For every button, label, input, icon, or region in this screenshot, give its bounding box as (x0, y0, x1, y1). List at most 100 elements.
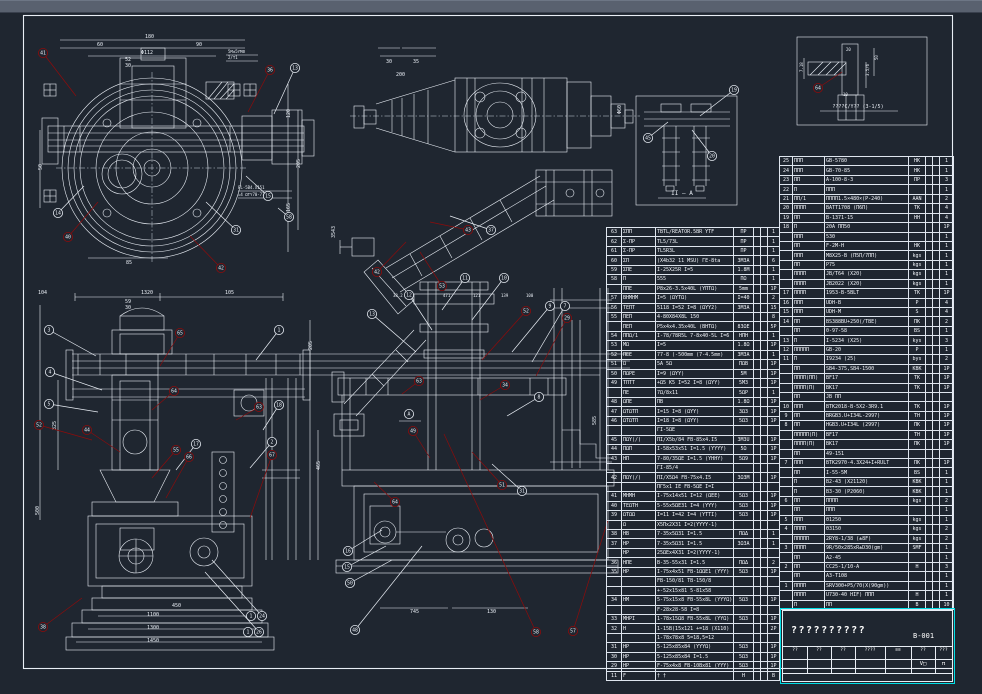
balloon-leader (249, 454, 273, 519)
balloon-callout (521, 305, 532, 316)
balloon-number: 50 (347, 581, 353, 587)
balloon-number: 11 (462, 276, 468, 282)
dimension-text: 85 (126, 260, 132, 266)
balloon-leader (531, 305, 566, 363)
dimension-text: 35 (413, 59, 419, 65)
balloon-number: 17 (193, 442, 199, 448)
balloon-leader (572, 519, 609, 632)
balloon-callout (38, 48, 49, 59)
balloon-number: 58 (533, 630, 539, 636)
title-block-cell: ???? (864, 648, 876, 653)
dimension-text: 30 (125, 305, 131, 311)
dimension-text: 38.2 (393, 293, 403, 298)
balloon-leader (347, 529, 383, 552)
balloon-leader (205, 201, 237, 231)
dimension-text: 130 (487, 609, 496, 615)
balloon-leader (443, 433, 537, 633)
dimension-text: 120 (286, 109, 292, 118)
window-titlebar[interactable] (0, 0, 982, 13)
balloon-number: 29 (564, 316, 570, 322)
dimension-text: 471 (443, 293, 451, 298)
bom-row: ΓΙ-5ΩΕ (606, 425, 780, 436)
balloon-number: 14 (55, 211, 61, 217)
balloon-leader (249, 441, 273, 469)
view-front (39, 293, 630, 651)
balloon-callout (459, 272, 470, 283)
scale-cell: V□ (919, 661, 927, 667)
dimension-text: FL-5B4.X151 (238, 185, 265, 190)
dimension-text: 30 (125, 63, 131, 69)
balloon-leader (691, 129, 713, 157)
balloon-number: 1 (278, 328, 281, 334)
balloon-leader (441, 277, 466, 311)
balloon-number: 66 (186, 455, 192, 461)
balloon-callout (63, 231, 74, 242)
drawing-title: ?????????? (791, 625, 867, 636)
balloon-leader (165, 456, 190, 499)
balloon-number: 36 (267, 68, 273, 74)
balloon-number: 38 (40, 625, 46, 631)
balloon-number: 1 (250, 614, 253, 620)
balloon-callout (562, 312, 573, 323)
dimension-text: 585 (592, 416, 598, 425)
balloon-callout (413, 375, 424, 386)
balloon-callout (264, 65, 275, 76)
balloon-number: 15 (344, 565, 350, 571)
balloon-number: 65 (177, 331, 183, 337)
balloon-leader (273, 67, 296, 115)
dimension-text: 205 (296, 159, 302, 168)
balloon-callout (253, 401, 264, 412)
balloon-callout (289, 63, 300, 74)
balloon-callout (341, 562, 352, 573)
balloon-leader (491, 463, 523, 492)
balloon-callout (283, 211, 294, 222)
balloon-number: 8 (538, 395, 541, 401)
balloon-callout (729, 85, 740, 96)
dimension-text: Φ60 (617, 105, 623, 114)
title-block-cell: ?? (816, 648, 822, 653)
balloon-leader (42, 597, 83, 628)
balloon-callout (545, 300, 556, 311)
balloon-leader (38, 424, 93, 441)
balloon-number: 31 (233, 228, 239, 234)
dimension-text: 5Μ±5ΥΜΒ (228, 49, 245, 54)
balloon-number: 58 (286, 215, 292, 221)
balloon-number: 42 (218, 266, 224, 272)
drawing-sheet: 1806090Φ112523012016520550855Μ±5ΥΜΒ2/Τ1F… (22, 14, 954, 670)
balloon-number: 12 (406, 293, 412, 299)
balloon-callout (253, 627, 264, 638)
balloon-leader (354, 545, 423, 631)
balloon-leader (247, 69, 271, 113)
dimension-text: 10 (843, 92, 848, 97)
balloon-number: 63 (256, 405, 262, 411)
